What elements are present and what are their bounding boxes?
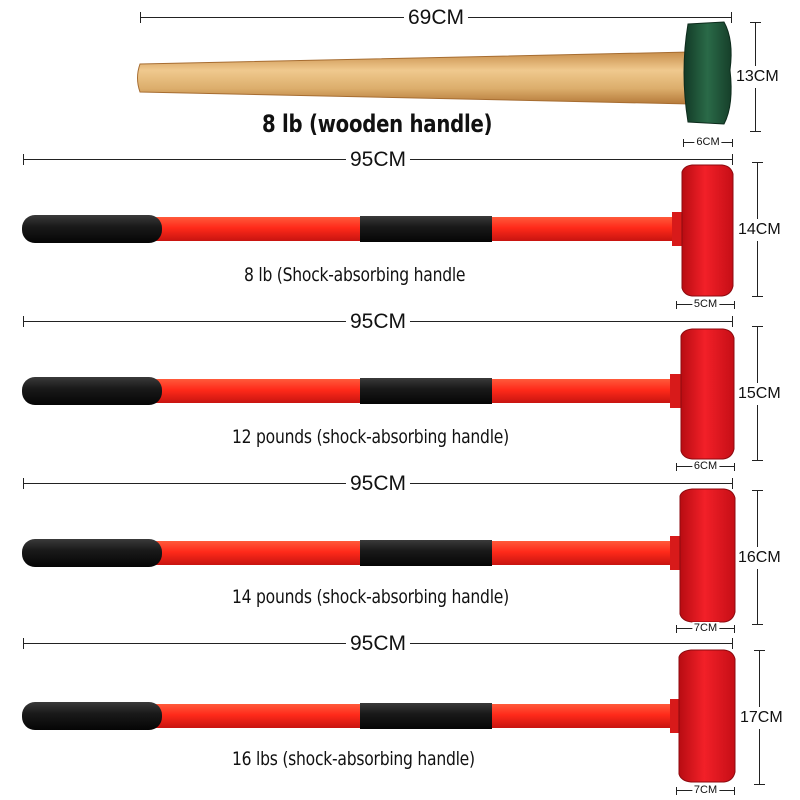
height-dimension-line: 17CM bbox=[740, 650, 783, 785]
width-dimension-line: 7CM bbox=[676, 622, 735, 634]
width-dimension-line: 6CM bbox=[676, 460, 735, 472]
length-label: 95CM bbox=[345, 148, 411, 172]
caption-wooden-8lb: 8 lb (wooden handle) bbox=[262, 110, 493, 138]
width-label: 6CM bbox=[694, 136, 722, 148]
length-dimension-line: 95CM bbox=[23, 148, 733, 172]
length-dimension-line: 95CM bbox=[23, 472, 733, 496]
length-label: 95CM bbox=[345, 310, 411, 334]
length-dimension-line: 95CM bbox=[23, 310, 733, 334]
height-dimension-line: 14CM bbox=[738, 162, 781, 297]
height-dimension-line: 13CM bbox=[736, 22, 779, 132]
height-label: 17CM bbox=[740, 706, 783, 729]
width-dimension-line: 5CM bbox=[676, 298, 735, 310]
width-label: 7CM bbox=[691, 784, 720, 796]
height-dimension-line: 16CM bbox=[738, 490, 781, 625]
height-dimension-line: 15CM bbox=[738, 326, 781, 461]
width-label: 5CM bbox=[691, 298, 720, 310]
caption-fiberglass-14lb: 14 pounds (shock-absorbing handle) bbox=[232, 586, 509, 608]
width-label: 6CM bbox=[691, 460, 720, 472]
caption-fiberglass-12lb: 12 pounds (shock-absorbing handle) bbox=[232, 426, 509, 448]
height-label: 16CM bbox=[738, 546, 781, 569]
height-label: 14CM bbox=[738, 218, 781, 241]
height-label: 15CM bbox=[738, 382, 781, 405]
length-label: 95CM bbox=[345, 472, 411, 496]
length-label: 69CM bbox=[403, 6, 469, 30]
width-dimension-line: 7CM bbox=[676, 784, 735, 796]
length-dimension-line: 69CM bbox=[140, 6, 732, 30]
length-label: 95CM bbox=[345, 632, 411, 656]
caption-fiberglass-16lb: 16 lbs (shock-absorbing handle) bbox=[232, 748, 475, 770]
length-dimension-line: 95CM bbox=[23, 632, 733, 656]
width-label: 7CM bbox=[691, 622, 720, 634]
caption-fiberglass-8lb: 8 lb (Shock-absorbing handle bbox=[244, 264, 466, 286]
width-dimension-line: 6CM bbox=[683, 136, 733, 148]
height-label: 13CM bbox=[736, 66, 779, 88]
